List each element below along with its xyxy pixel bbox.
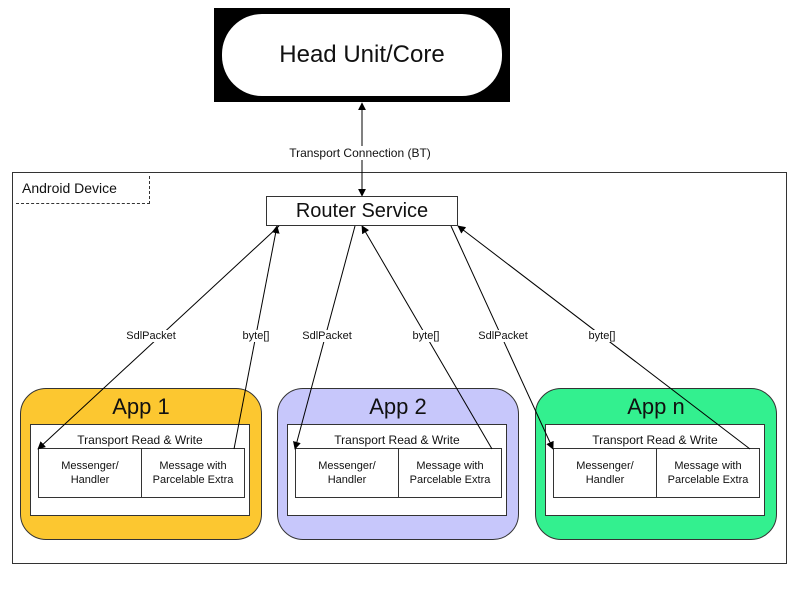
android-device-label: Android Device: [16, 176, 150, 204]
head-unit-label: Head Unit/Core: [279, 41, 445, 68]
router-service-node: Router Service: [266, 196, 458, 226]
app-n-byte-label: byte[]: [584, 330, 620, 342]
app-2-message-box: Message with Parcelable Extra: [398, 448, 502, 498]
app-1-messenger-box: Messenger/ Handler: [38, 448, 142, 498]
app-1-byte-label: byte[]: [238, 330, 274, 342]
app-1-title: App 1: [112, 394, 170, 419]
app-n-transport-title: Transport Read & Write: [592, 433, 718, 447]
app-1-message-box: Message with Parcelable Extra: [141, 448, 245, 498]
app-n-messenger-box: Messenger/ Handler: [553, 448, 657, 498]
app-n-title: App n: [627, 394, 685, 419]
app-n-sdlpacket-label: SdlPacket: [474, 330, 532, 342]
app-2-message-label: Message with Parcelable Extra: [409, 460, 491, 486]
app-2-transport-title: Transport Read & Write: [334, 433, 460, 447]
app-1-message-label: Message with Parcelable Extra: [152, 460, 234, 486]
app-n-message-label: Message with Parcelable Extra: [667, 460, 749, 486]
transport-connection-label: Transport Connection (BT): [250, 146, 470, 160]
head-unit-node: Head Unit/Core: [222, 14, 502, 96]
app-1-sdlpacket-label: SdlPacket: [122, 330, 180, 342]
app-n-messenger-label: Messenger/ Handler: [576, 460, 634, 486]
app-2-sdlpacket-label: SdlPacket: [298, 330, 356, 342]
app-2-title: App 2: [369, 394, 427, 419]
android-device-frame: [12, 172, 787, 564]
app-2-messenger-label: Messenger/ Handler: [318, 460, 376, 486]
app-n-message-box: Message with Parcelable Extra: [656, 448, 760, 498]
router-service-label: Router Service: [295, 199, 429, 222]
app-2-byte-label: byte[]: [408, 330, 444, 342]
app-1-transport-title: Transport Read & Write: [77, 433, 203, 447]
app-1-messenger-label: Messenger/ Handler: [61, 460, 119, 486]
app-2-messenger-box: Messenger/ Handler: [295, 448, 399, 498]
